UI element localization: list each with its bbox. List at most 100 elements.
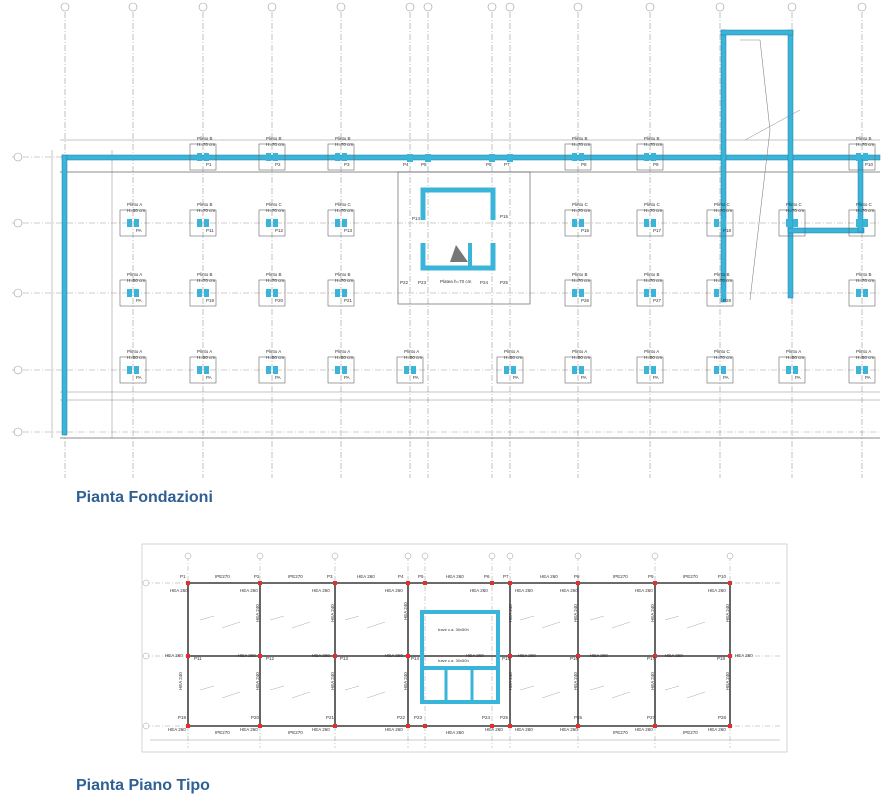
beam-label: HEA 240 — [725, 604, 730, 622]
column-label: P26 — [581, 298, 590, 303]
core-column-label: P25 — [500, 280, 509, 285]
column-label: PA — [275, 375, 281, 380]
joist-direction — [291, 621, 311, 629]
joist-direction — [589, 685, 605, 691]
footing-type-label: Plinto A — [335, 349, 350, 354]
joist-direction — [541, 621, 561, 629]
column-stub — [863, 366, 868, 374]
footing-type-label: Plinto A — [127, 272, 142, 277]
grid-bubble — [405, 2, 415, 12]
foundation-core — [397, 171, 531, 305]
beam-label: HEA 260 — [385, 588, 403, 593]
column-label: P2 — [254, 574, 260, 579]
footing-type-label: Plinto A — [127, 202, 142, 207]
column-label: P17 — [653, 228, 662, 233]
footing-type-label: Plinto C — [335, 202, 352, 207]
footing — [564, 279, 592, 307]
typical-plan-beams — [186, 581, 732, 728]
column-stub — [856, 289, 861, 297]
grid-bubble — [13, 427, 23, 437]
footing-height-label: H=70 cm — [714, 208, 732, 213]
column-label: P10 — [718, 574, 727, 579]
footing — [706, 356, 734, 384]
footing — [564, 356, 592, 384]
column-label: P19 — [178, 715, 187, 720]
joist-direction — [344, 615, 360, 621]
footing-height-label: H=70 cm — [266, 208, 284, 213]
beam-label: HEA 260 — [635, 588, 653, 593]
grid-bubble — [184, 552, 192, 560]
footing — [327, 209, 355, 237]
column-marker — [653, 654, 657, 658]
beam-label: HEA 260 — [446, 730, 464, 735]
column-stub — [335, 153, 340, 161]
column-marker — [508, 654, 512, 658]
column-marker — [333, 581, 337, 585]
beam-label: HEA 240 — [330, 672, 335, 690]
footing-height-label: H=70 cm — [335, 142, 353, 147]
column-label: P1 — [180, 574, 186, 579]
column-marker — [490, 581, 494, 585]
footing-height-label: H=70 cm — [644, 278, 662, 283]
footing-type-label: Plinto B — [197, 272, 213, 277]
column-stub — [342, 219, 347, 227]
shaft-wall-right — [787, 29, 794, 299]
footing — [636, 356, 664, 384]
footing-type-label: Plinto B — [197, 136, 213, 141]
beam-label: HEA 240 — [650, 672, 655, 690]
column-stub — [266, 153, 271, 161]
joist-direction — [221, 621, 241, 629]
beam-label: HEA 260 — [735, 653, 753, 658]
column-label: P7 — [504, 162, 510, 167]
footing-height-label: H=70 cm — [644, 208, 662, 213]
joist-direction — [664, 685, 680, 691]
beam-label: HEA 240 — [573, 604, 578, 622]
column-stub — [134, 219, 139, 227]
column-label: PA — [653, 375, 659, 380]
footing-type-label: Plinto C — [714, 202, 731, 207]
column-marker — [423, 724, 427, 728]
column-label: P4 — [398, 574, 404, 579]
footing-height-label: H=50 cm — [335, 355, 353, 360]
core-column-stub — [489, 154, 495, 162]
foundation-footings — [119, 143, 876, 384]
column-stub — [786, 366, 791, 374]
footing-height-label: H=50 cm — [856, 355, 874, 360]
footing-height-label: H=70 cm — [786, 208, 804, 213]
footing-type-label: Plinto B — [572, 136, 588, 141]
column-stub — [793, 219, 798, 227]
column-label: P27 — [647, 715, 656, 720]
column-stub — [644, 219, 649, 227]
beam-label: HEA 240 — [403, 602, 408, 620]
column-label: PA — [723, 375, 729, 380]
column-label: P8 — [574, 574, 580, 579]
column-stub — [644, 366, 649, 374]
footing — [258, 356, 286, 384]
beam-label: IPE270 — [215, 730, 230, 735]
footing-type-label: Plinto B — [335, 136, 351, 141]
column-label: P12 — [266, 656, 275, 661]
grid-bubble — [13, 288, 23, 298]
column-stub — [579, 153, 584, 161]
column-stub — [651, 366, 656, 374]
column-stub — [856, 366, 861, 374]
footing — [327, 279, 355, 307]
footing-type-label: Plinto B — [266, 272, 282, 277]
core-beam-label: trave c.a. 30x50h — [438, 658, 469, 663]
foundation-beam-top — [61, 154, 881, 161]
footing-height-label: H=70 cm — [856, 208, 874, 213]
column-label: P22 — [397, 715, 406, 720]
footing-type-label: Plinto A — [644, 349, 659, 354]
column-stub — [721, 219, 726, 227]
joist-direction — [541, 691, 561, 699]
column-label: P24 — [482, 715, 491, 720]
footing-type-label: Plinto A — [504, 349, 519, 354]
beam-label: HEA 260 — [485, 727, 503, 732]
column-label: PA — [795, 375, 801, 380]
core-column-label: P23 — [418, 280, 427, 285]
footing-type-label: Plinto A — [127, 349, 142, 354]
raft-slab-label: Platea h=70 cm — [440, 279, 472, 284]
column-stub — [579, 219, 584, 227]
column-stub — [204, 153, 209, 161]
